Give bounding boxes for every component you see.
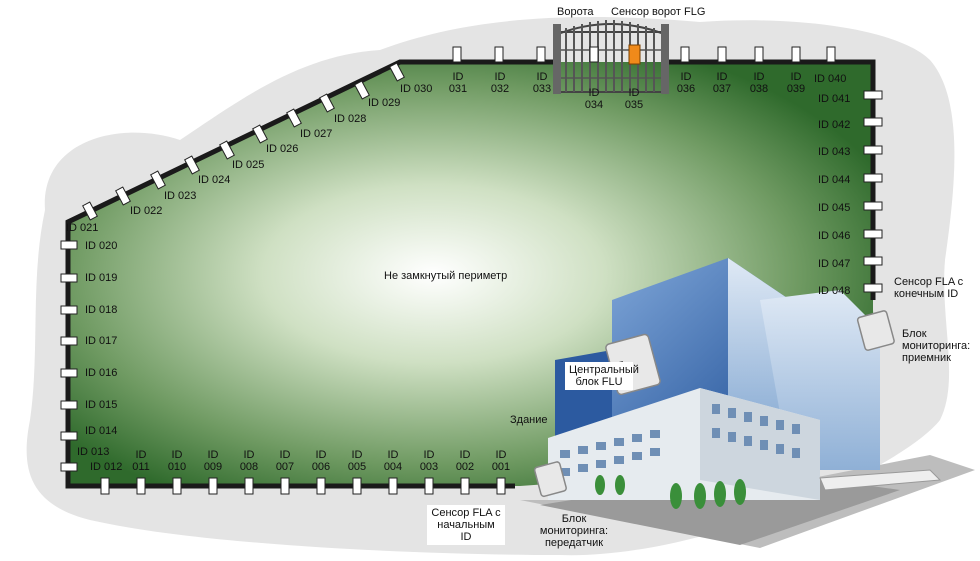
id-label-017: ID 017 [85, 335, 118, 347]
id-label-044: ID 044 [818, 174, 851, 186]
id-label-033: ID 033 [532, 71, 552, 95]
id-label-011: ID 011 [132, 449, 150, 473]
id-label-002: ID 002 [455, 449, 475, 473]
id-label-018: ID 018 [85, 304, 118, 316]
id-label-015: ID 015 [85, 399, 118, 411]
id-label-032: ID 032 [490, 71, 510, 95]
id-label-028: ID 028 [334, 113, 367, 125]
id-label-007: ID 007 [275, 449, 295, 473]
id-label-045: ID 045 [818, 202, 851, 214]
id-label-009: ID 009 [203, 449, 223, 473]
gate-label: Ворота [557, 6, 594, 18]
id-label-003: ID 003 [419, 449, 439, 473]
id-label-005: ID 005 [347, 449, 367, 473]
id-label-029: ID 029 [368, 97, 401, 109]
id-label-004: ID 004 [383, 449, 403, 473]
building-label: Здание [510, 414, 548, 426]
building-illustration [520, 258, 975, 548]
id-label-016: ID 016 [85, 367, 118, 379]
fence-line-right [666, 59, 876, 300]
sensors-right [863, 90, 883, 293]
id-label-020: ID 020 [85, 240, 118, 252]
sensor-start-label: Сенсор FLA с начальным ID [427, 505, 505, 545]
gate-sensor-label: Сенсор ворот FLG [611, 6, 706, 18]
id-label-030: ID 030 [400, 83, 433, 95]
id-label-001: ID 001 [491, 449, 511, 473]
id-label-021: ID 021 [66, 222, 99, 234]
id-label-037: ID 037 [712, 71, 732, 95]
id-label-034: ID 034 [584, 87, 604, 111]
id-label-041: ID 041 [818, 93, 851, 105]
id-label-031: ID 031 [448, 71, 468, 95]
sensor-end-label: Сенсор FLA с конечным ID [894, 276, 964, 300]
gate-sensor [628, 44, 641, 65]
central-unit-label: Центральный блок FLU [565, 362, 639, 390]
id-label-038: ID 038 [749, 71, 769, 95]
id-label-025: ID 025 [232, 159, 265, 171]
id-label-047: ID 047 [818, 258, 851, 270]
transmitter-label: Блок мониторинга: передатчик [539, 513, 609, 549]
id-label-024: ID 024 [198, 174, 231, 186]
id-label-026: ID 026 [266, 143, 299, 155]
sensors-diagonal [82, 62, 405, 221]
id-label-036: ID 036 [676, 71, 696, 95]
receiver-label: Блок мониторинга: приемник [902, 328, 971, 364]
center-label: Не замкнутый периметр [384, 270, 508, 282]
id-label-040: ID 040 [814, 73, 847, 85]
id-label-027: ID 027 [300, 128, 333, 140]
id-label-042: ID 042 [818, 119, 851, 131]
id-label-019: ID 019 [85, 272, 118, 284]
id-label-014: ID 014 [85, 425, 118, 437]
id-label-010: ID 010 [167, 449, 187, 473]
id-label-023: ID 023 [164, 190, 197, 202]
id-label-012: ID 012 [90, 461, 123, 473]
id-label-046: ID 046 [818, 230, 851, 242]
id-label-043: ID 043 [818, 146, 851, 158]
sensors-top [452, 46, 836, 63]
id-label-013: ID 013 [77, 446, 110, 458]
id-label-039: ID 039 [786, 71, 806, 95]
sensors-bottom [100, 477, 506, 495]
id-label-008: ID 008 [239, 449, 259, 473]
id-label-006: ID 006 [311, 449, 331, 473]
id-label-048: ID 048 [818, 285, 851, 297]
id-label-035: ID 035 [624, 87, 644, 111]
sensors-left [60, 240, 78, 472]
id-label-022: ID 022 [130, 205, 163, 217]
